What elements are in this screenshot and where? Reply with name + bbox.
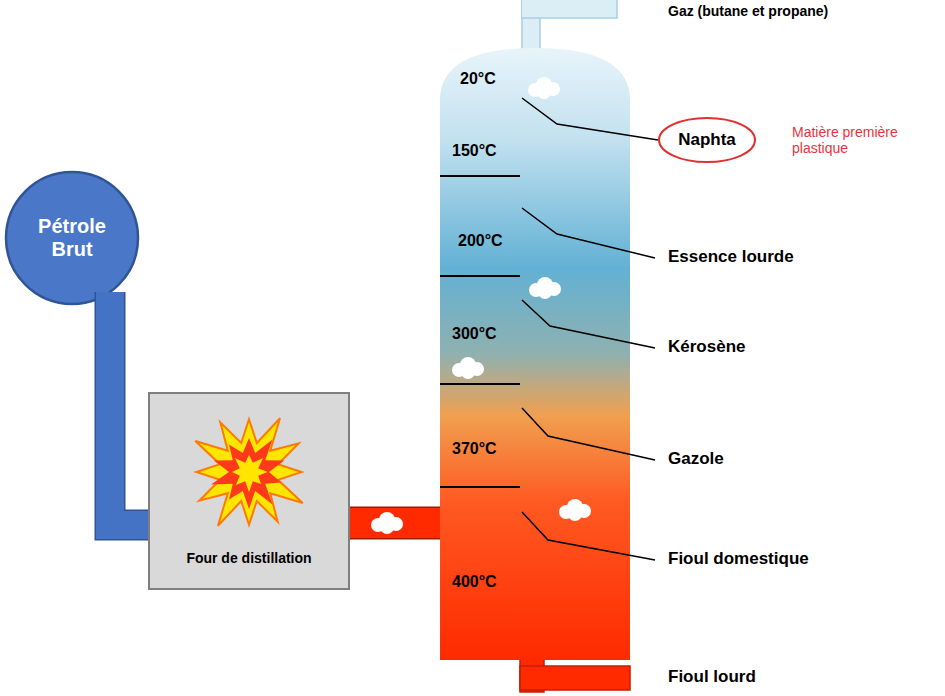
hot-pipe — [350, 508, 440, 538]
note-label: Matière première plastique — [792, 124, 940, 156]
temperature-label: 300°C — [452, 325, 497, 343]
temperature-label: 200°C — [458, 232, 503, 250]
residue-pipe — [520, 666, 630, 690]
product-label: Essence lourde — [668, 247, 794, 267]
cloud-puff — [568, 507, 582, 521]
naphta-highlight: Naphta — [658, 117, 756, 163]
temperature-label: 150°C — [452, 142, 497, 160]
node-label: Pétrole Brut — [17, 215, 127, 261]
product-label: Kérosène — [668, 337, 745, 357]
node-label: Naphta — [678, 130, 736, 150]
vapour-cloud — [528, 77, 560, 99]
temperature-label: 20°C — [460, 70, 496, 88]
flame-burst — [195, 418, 302, 525]
cloud-puff — [461, 365, 475, 379]
furnace-body — [149, 393, 349, 589]
hot-pipe-outline — [350, 507, 440, 540]
connector-group — [110, 292, 148, 525]
cloud-puff — [537, 85, 551, 99]
flame-burst — [232, 455, 268, 492]
distillation-furnace: Four de distillation — [148, 392, 350, 590]
crude-pipe — [110, 292, 148, 525]
product-label: Fioul lourd — [668, 667, 756, 687]
distillation-column-shape — [440, 48, 630, 660]
column-body — [440, 48, 630, 660]
column-tray — [440, 275, 520, 277]
distillation-column: 20°C 150°C 200°C 300°C 370°C 400°C — [440, 48, 630, 660]
crude-pipe-outline — [110, 292, 148, 525]
tank-circle — [6, 172, 138, 304]
temperature-label: 400°C — [452, 573, 497, 591]
cloud-puff — [380, 520, 394, 534]
residue-pipe-joint — [521, 667, 543, 689]
temperature-label: 370°C — [452, 440, 497, 458]
product-label: Gazole — [668, 449, 724, 469]
highlight-ellipse — [659, 118, 755, 162]
flame-burst — [211, 438, 284, 509]
vapour-cloud — [529, 277, 561, 299]
vapour-cloud — [371, 512, 403, 534]
vapour-cloud — [452, 357, 484, 379]
product-label: Gaz (butane et propane) — [668, 3, 828, 19]
node-label: Four de distillation — [148, 550, 350, 566]
vapour-cloud — [371, 512, 403, 534]
vapour-cloud — [559, 499, 591, 521]
column-tray — [440, 383, 520, 385]
column-tray — [440, 175, 520, 177]
gas-pipe — [522, 0, 617, 18]
gas-pipe-joint — [522, 0, 539, 17]
product-label: Fioul domestique — [668, 549, 809, 569]
crude-oil-tank: Pétrole Brut — [4, 170, 140, 306]
cloud-puff — [538, 285, 552, 299]
column-tray — [440, 486, 520, 488]
